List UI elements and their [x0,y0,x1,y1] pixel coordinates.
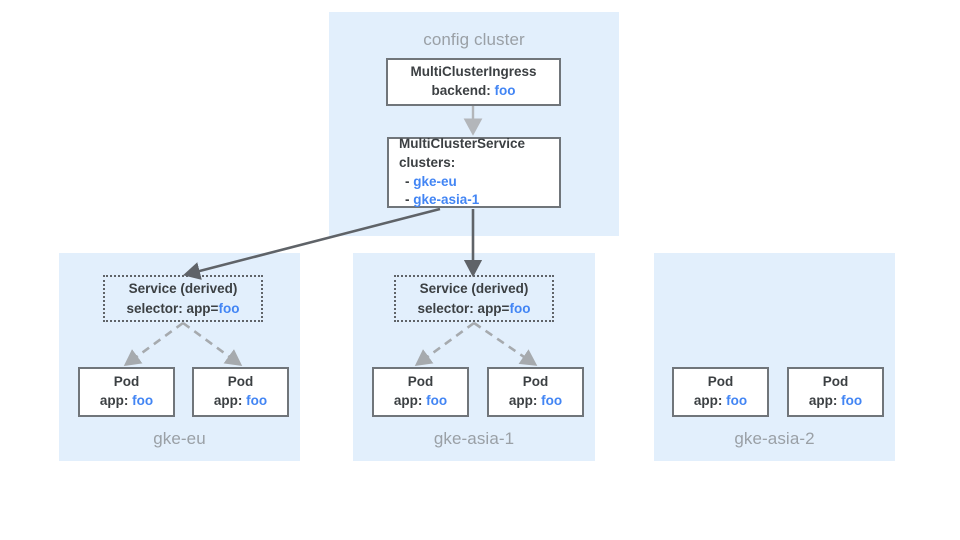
pod-title: Pod [522,374,549,390]
cluster-entry-value: gke-asia-1 [413,192,480,208]
pod-app: app: foo [374,392,467,411]
derived-service-selector-label: selector: app= [417,300,510,316]
pod-box[interactable]: Pod app: foo [372,367,469,417]
cluster-panel-gke-asia-2: gke-asia-2 [654,253,895,461]
multiclusteringress-backend-label: backend: [431,83,491,98]
derived-service-box-gke-asia-1[interactable]: Service (derived) selector: app=foo [394,275,554,322]
derived-service-title: Service (derived) [128,281,238,297]
pod-title: Pod [407,374,434,390]
derived-service-selector-value: foo [218,300,240,316]
config-cluster-title: config cluster [423,30,525,49]
pod-app-label: app: [808,393,838,408]
pod-app-label: app: [99,393,129,408]
cluster-label-gke-asia-2: gke-asia-2 [734,429,815,448]
pod-title: Pod [227,374,254,390]
cluster-panel-gke-asia-1: gke-asia-1 [353,253,595,461]
derived-service-selector: selector: app=foo [396,299,552,318]
multiclusterservice-name: MultiClusterService [399,136,526,152]
derived-service-selector: selector: app=foo [105,299,261,318]
multiclusteringress-backend-value: foo [494,83,516,98]
pod-box[interactable]: Pod app: foo [487,367,584,417]
pod-app: app: foo [789,392,882,411]
multiclusterservice-cluster-entry: - gke-asia-1 [389,191,559,210]
pod-app-label: app: [393,393,423,408]
pod-app: app: foo [674,392,767,411]
pod-app-value: foo [132,393,154,408]
pod-app-value: foo [426,393,448,408]
pod-box[interactable]: Pod app: foo [672,367,769,417]
pod-box[interactable]: Pod app: foo [787,367,884,417]
pod-app-label: app: [213,393,243,408]
derived-service-box-gke-eu[interactable]: Service (derived) selector: app=foo [103,275,263,322]
cluster-entry-bullet: - [405,192,410,208]
pod-box[interactable]: Pod app: foo [78,367,175,417]
derived-service-selector-value: foo [509,300,531,316]
cluster-label-gke-asia-1: gke-asia-1 [433,429,515,448]
pod-app-value: foo [726,393,748,408]
cluster-label-gke-eu: gke-eu [153,429,206,448]
pod-app-label: app: [508,393,538,408]
pod-app-value: foo [841,393,863,408]
pod-app-value: foo [541,393,563,408]
pod-title: Pod [707,374,734,390]
multiclusterservice-clusters-label: clusters: [399,154,456,170]
pod-box[interactable]: Pod app: foo [192,367,289,417]
multiclusteringress-box[interactable]: MultiClusterIngress backend: foo [386,58,561,106]
multiclusteringress-name: MultiClusterIngress [410,64,537,80]
multiclusterservice-box[interactable]: MultiClusterService clusters: - gke-eu -… [387,136,561,210]
pod-title: Pod [113,374,140,390]
derived-service-selector-label: selector: app= [126,300,219,316]
pod-app-label: app: [693,393,723,408]
pod-app: app: foo [80,392,173,411]
cluster-entry-bullet: - [405,173,410,189]
pod-app: app: foo [489,392,582,411]
pod-app-value: foo [246,393,268,408]
cluster-entry-value: gke-eu [413,173,457,189]
pod-title: Pod [822,374,849,390]
derived-service-title: Service (derived) [419,281,529,297]
multiclusterservice-cluster-entry: - gke-eu [389,173,559,192]
multiclusteringress-backend: backend: foo [388,82,559,101]
pod-app: app: foo [194,392,287,411]
